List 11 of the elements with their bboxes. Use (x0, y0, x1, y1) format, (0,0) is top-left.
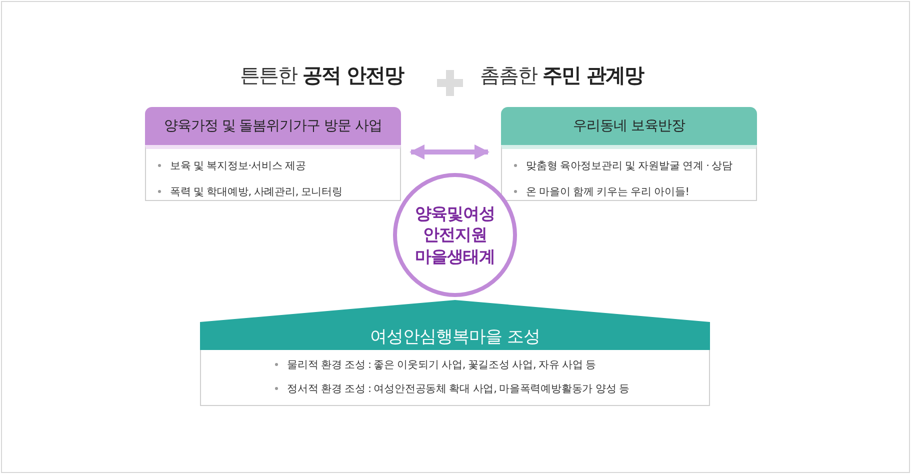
heading-text: 촘촘한 주민 관계망 (480, 62, 644, 89)
bullet-item: 보육 및 복지정보·서비스 제공 (156, 159, 400, 173)
circle-text: 양육및여성 안전지원 마을생태계 (414, 202, 496, 268)
card-header: 우리동네 보육반장 (501, 107, 757, 145)
bullet-item: 정서적 환경 조성 : 여성안전공동체 확대 사업, 마을폭력예방활동가 양성 등 (273, 382, 709, 396)
bullet-item: 맞춤형 육아정보관리 및 자원발굴 연계 · 상담 (512, 159, 756, 173)
card-header: 양육가정 및 돌봄위기가구 방문 사업 (145, 107, 401, 145)
bullet-item: 물리적 환경 조성 : 좋은 이웃되기 사업, 꽃길조성 사업, 자유 사업 등 (273, 358, 709, 372)
banner-title: 여성안심행복마을 조성 (370, 326, 540, 348)
heading-text: 튼튼한 공적 안전망 (240, 62, 404, 89)
double-arrow (410, 144, 490, 160)
